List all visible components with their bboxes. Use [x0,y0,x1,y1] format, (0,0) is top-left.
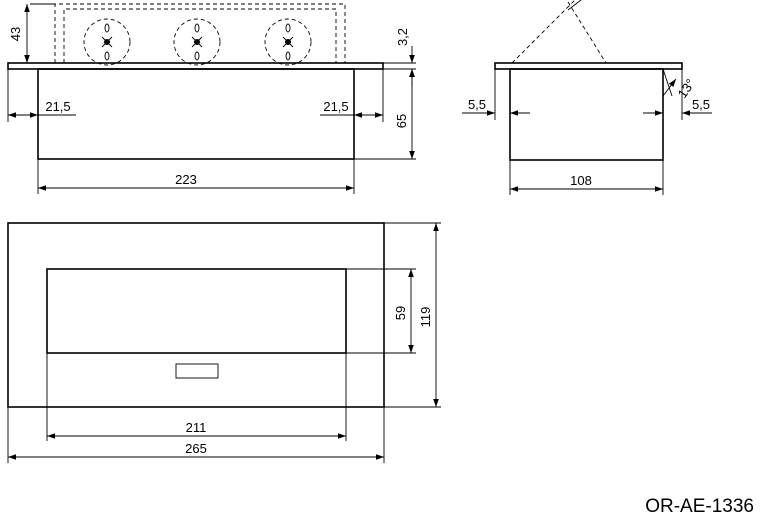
lid-dashed-left [511,0,576,64]
dim-height-above-top: 43 [8,27,23,41]
socket-1 [83,18,131,66]
lid-dashed-right [567,1,607,64]
top-opening [46,268,347,354]
dim-side-left-flange: 5,5 [468,97,486,112]
top-handle-slot [175,363,219,379]
dim-body-depth: 65 [394,114,409,128]
dim-body-width: 223 [175,172,197,187]
dim-total-width: 265 [185,441,207,456]
dim-opening-width: 211 [186,420,207,435]
side-body [509,68,664,161]
front-body [37,68,355,160]
dim-left-flange: 21,5 [45,99,70,114]
socket-housing-inner [63,8,337,63]
side-top-plate [494,62,683,70]
side-view: 5,5 5,5 13° 108 [462,0,712,195]
model-code: OR-AE-1336 [645,496,754,517]
front-top-plate [7,62,384,70]
socket-3 [264,18,312,66]
dim-side-right-flange: 5,5 [692,97,710,112]
front-view: 43 3,2 65 21,5 21,5 223 [7,3,416,194]
top-outer-frame [7,222,385,408]
dim-side-body-width: 108 [570,173,592,188]
top-view: 59 119 211 265 [7,222,441,463]
dim-opening-height: 59 [393,306,408,320]
dim-right-flange: 21,5 [323,99,348,114]
dim-total-height: 119 [418,307,433,328]
dim-plate-thickness: 3,2 [395,28,410,46]
socket-housing-outline [54,3,346,63]
socket-2 [173,18,221,66]
